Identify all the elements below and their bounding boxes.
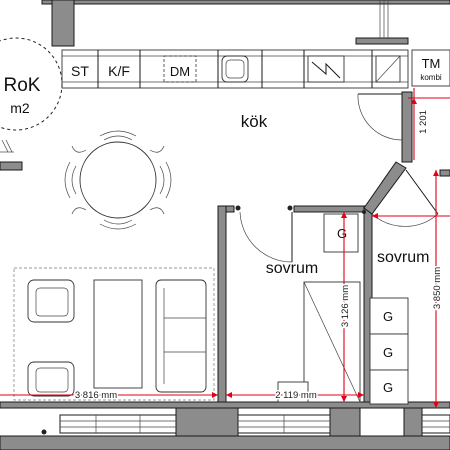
kitchen-counter [61,49,450,89]
dimension-living-width: 3 816 mm [75,390,117,401]
washer-box-1 [323,213,359,253]
dimension-bedroom-width: 2 119 mm [275,390,317,401]
bedroom-1 [277,213,361,403]
dimension-top-right: 1 201 [418,110,429,134]
kombi-label: kombi [420,73,442,82]
dishwasher-label: DM [170,64,190,79]
kitchen-label: kök [241,112,268,131]
washer-box-3 [369,333,409,371]
washer-label-4: G [383,380,393,395]
bedroom-2 [369,297,409,405]
sofa-group [13,267,215,401]
washer-label-2: G [383,309,393,324]
washer-box-2 [369,297,409,335]
sink-icon [221,55,249,83]
dining-table [64,130,172,230]
dishwasher-box [163,55,197,83]
doors [239,93,439,263]
living-room-name: RoK [4,75,41,96]
washer-box-4 [369,369,409,405]
bedroom-1-label: sovrum [266,260,318,277]
washer-label-3: G [383,345,393,360]
living-room-area: m2 [10,100,30,116]
dimension-bedroom2-depth: 3 850 mm [432,267,443,309]
washer-label-1: G [337,226,347,241]
bedroom-2-label: sovrum [377,249,429,266]
stove-label: ST [71,63,89,79]
living-room-label: RoK m2 [0,37,63,131]
windows [59,0,450,434]
fridge-freezer-label: K/F [108,63,130,79]
dimension-bedroom-depth: 3 126 mm [340,285,351,327]
dimension-lines [0,88,450,408]
post-markers [41,205,366,435]
tm-label: TM [422,56,441,71]
wall-marker-icon [0,139,14,153]
